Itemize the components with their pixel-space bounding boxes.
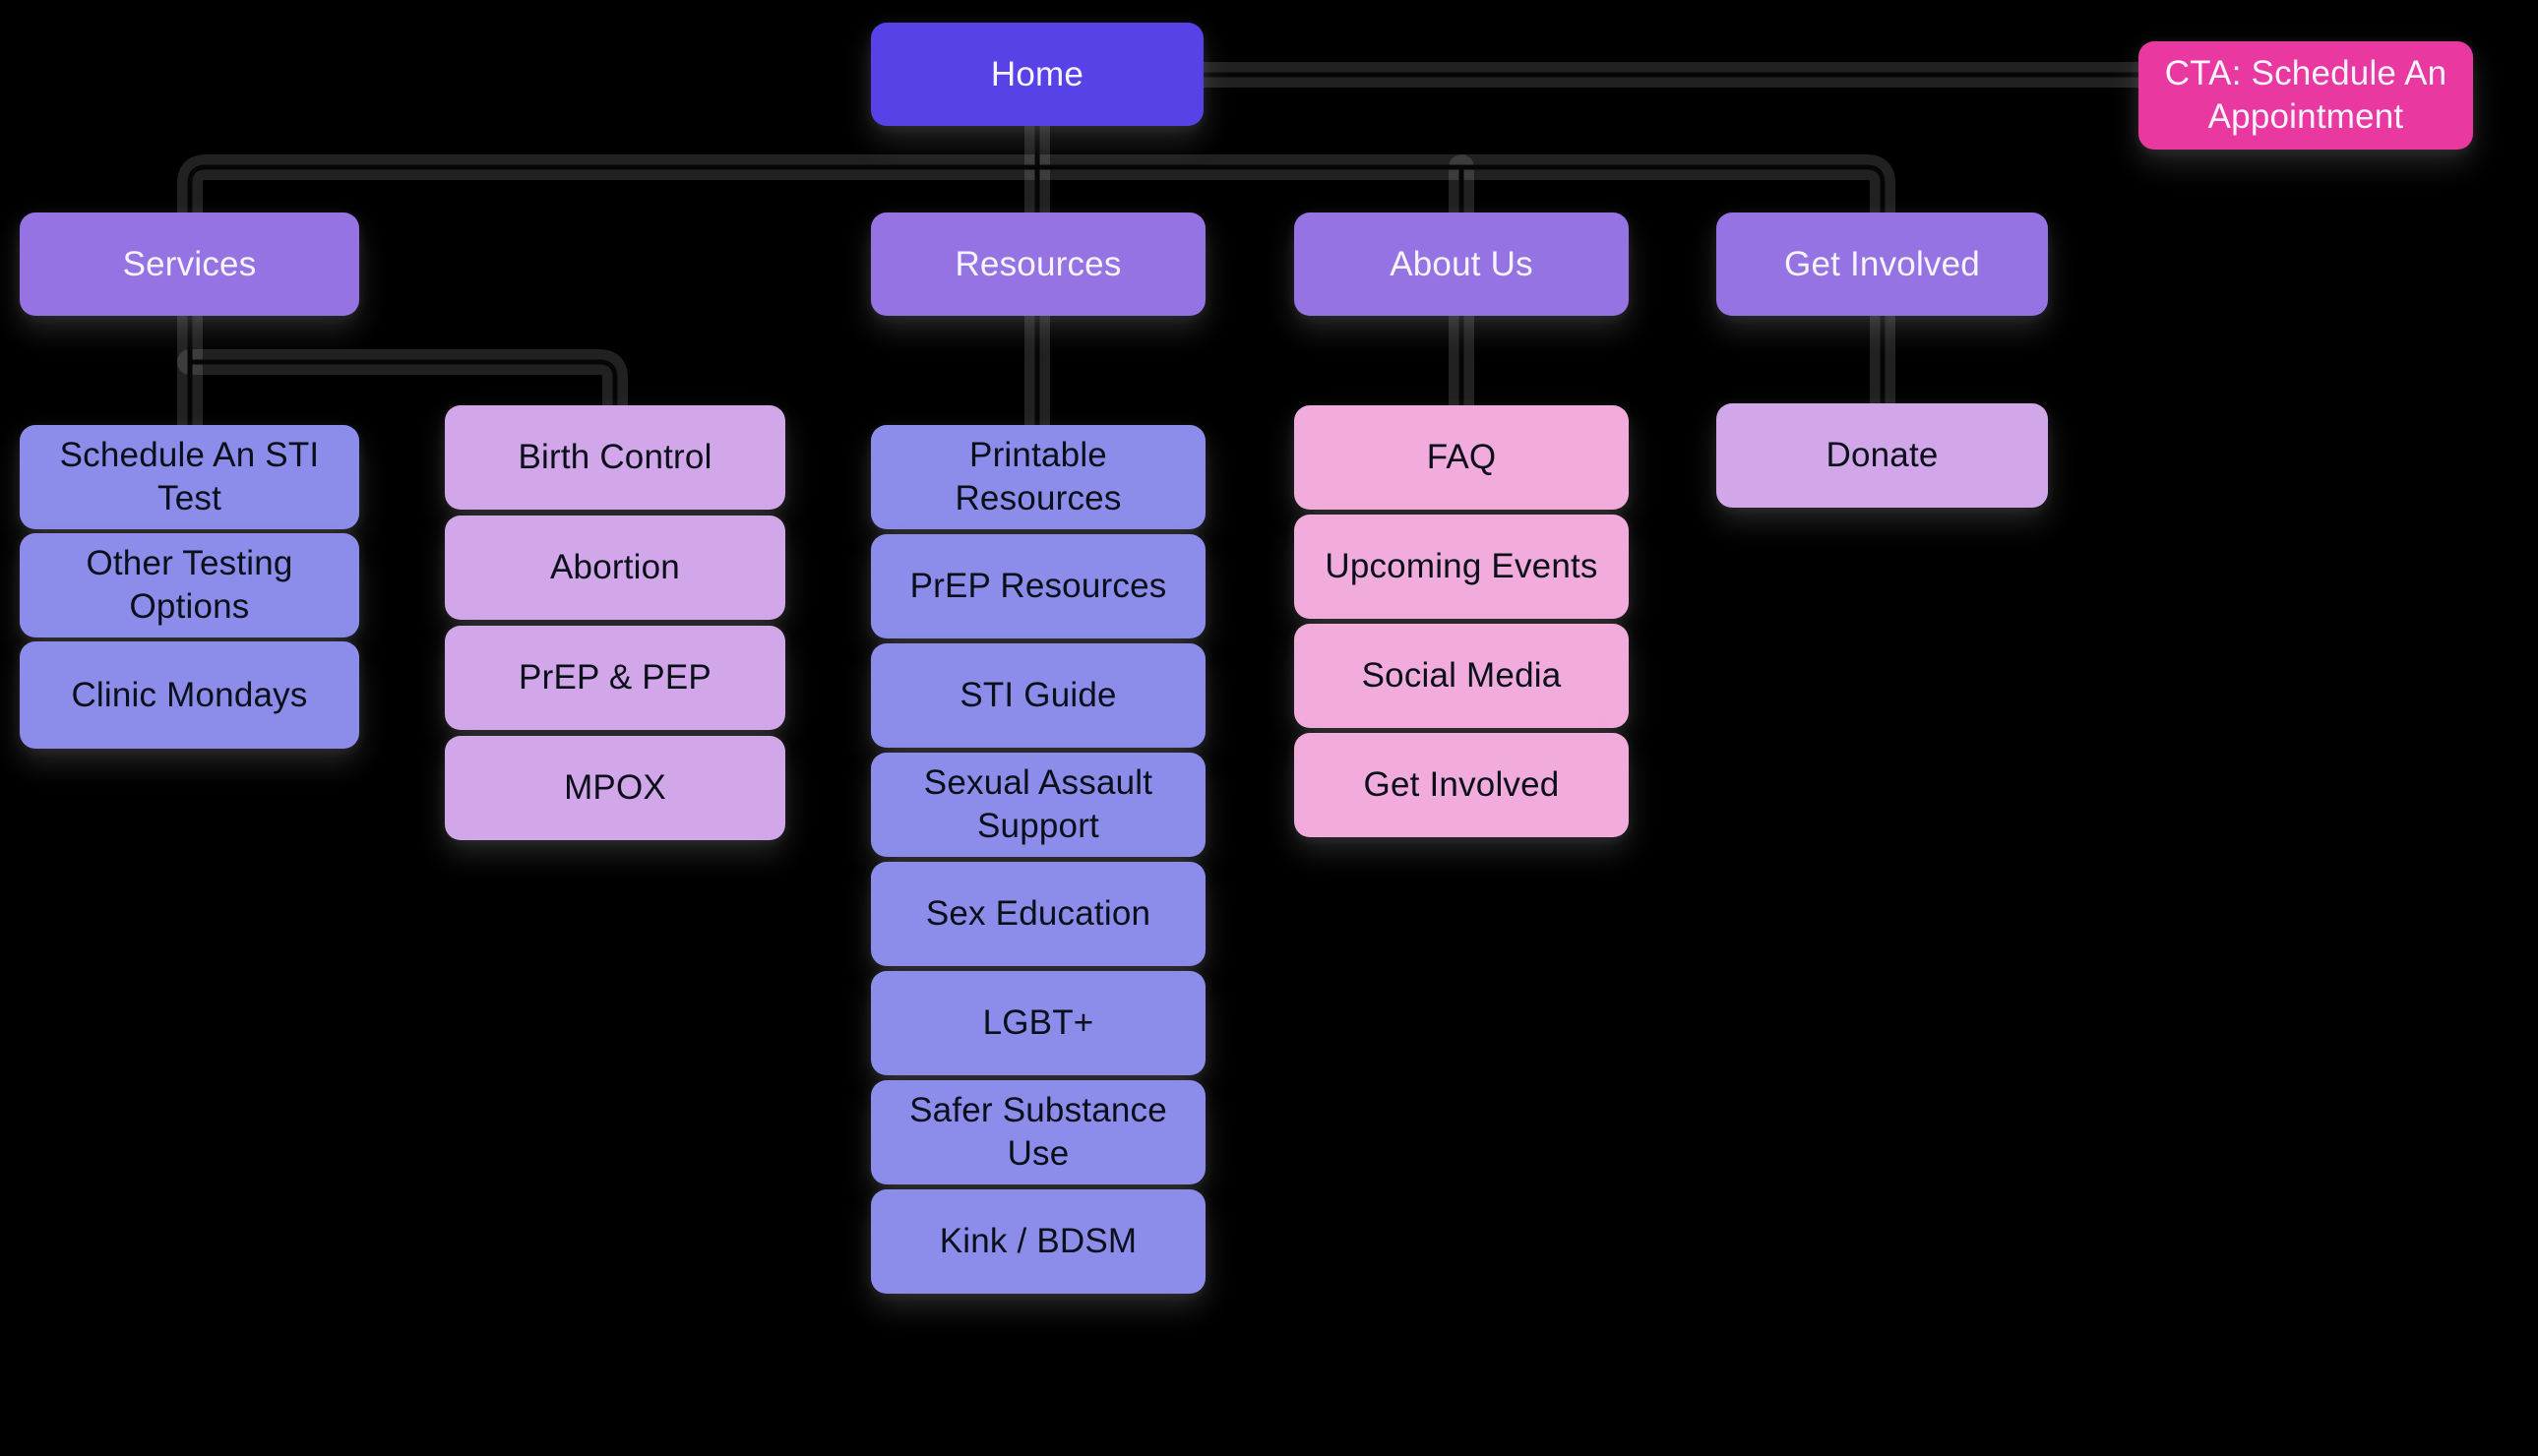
- node-label: Clinic Mondays: [71, 675, 308, 714]
- node-cta-schedule-appointment[interactable]: CTA: Schedule An Appointment: [2138, 41, 2473, 150]
- node-label: Get Involved: [1784, 244, 1980, 283]
- node-label: MPOX: [564, 768, 666, 808]
- node-sex-education[interactable]: Sex Education: [871, 862, 1206, 966]
- node-donate[interactable]: Donate: [1716, 403, 2048, 508]
- node-abortion[interactable]: Abortion: [445, 516, 785, 620]
- node-schedule-an-sti-test[interactable]: Schedule An STI Test: [20, 425, 359, 529]
- node-label: Resources: [955, 244, 1122, 283]
- node-label: PrEP & PEP: [519, 658, 712, 698]
- connector-level2-bus: [187, 164, 1886, 212]
- node-services[interactable]: Services: [20, 212, 359, 316]
- node-label: Social Media: [1361, 656, 1562, 696]
- node-label: Other Testing Options: [86, 544, 293, 626]
- node-label: About Us: [1390, 244, 1533, 283]
- node-mpox[interactable]: MPOX: [445, 736, 785, 840]
- node-prep-resources[interactable]: PrEP Resources: [871, 534, 1206, 638]
- node-other-testing-options[interactable]: Other Testing Options: [20, 533, 359, 637]
- node-label: LGBT+: [982, 1003, 1094, 1043]
- node-label: Services: [122, 244, 257, 283]
- node-label: Donate: [1826, 436, 1939, 475]
- node-label: FAQ: [1426, 438, 1497, 477]
- node-clinic-mondays[interactable]: Clinic Mondays: [20, 641, 359, 749]
- node-prep-and-pep[interactable]: PrEP & PEP: [445, 626, 785, 730]
- node-label: Kink / BDSM: [939, 1222, 1138, 1261]
- node-about-us[interactable]: About Us: [1294, 212, 1629, 316]
- node-label: Sexual Assault Support: [923, 763, 1153, 845]
- node-label: Birth Control: [518, 438, 712, 477]
- node-label: Schedule An STI Test: [59, 436, 320, 517]
- node-label: Home: [990, 54, 1084, 93]
- node-get-involved-page[interactable]: Get Involved: [1294, 733, 1629, 837]
- node-get-involved[interactable]: Get Involved: [1716, 212, 2048, 316]
- node-social-media[interactable]: Social Media: [1294, 624, 1629, 728]
- node-home[interactable]: Home: [871, 23, 1204, 126]
- node-printable-resources[interactable]: Printable Resources: [871, 425, 1206, 529]
- node-label: Sex Education: [925, 894, 1151, 934]
- node-lgbt-plus[interactable]: LGBT+: [871, 971, 1206, 1075]
- connector-services-to-second-column: [190, 359, 618, 405]
- node-sti-guide[interactable]: STI Guide: [871, 643, 1206, 748]
- node-label: Get Involved: [1363, 765, 1560, 805]
- node-label: STI Guide: [959, 676, 1117, 715]
- node-label: CTA: Schedule An Appointment: [2164, 54, 2447, 136]
- node-sexual-assault-support[interactable]: Sexual Assault Support: [871, 753, 1206, 857]
- node-safer-substance-use[interactable]: Safer Substance Use: [871, 1080, 1206, 1184]
- node-upcoming-events[interactable]: Upcoming Events: [1294, 515, 1629, 619]
- node-faq[interactable]: FAQ: [1294, 405, 1629, 510]
- node-label: Upcoming Events: [1325, 547, 1598, 586]
- node-label: Printable Resources: [955, 436, 1122, 517]
- node-label: Safer Substance Use: [909, 1091, 1167, 1173]
- node-label: Abortion: [550, 548, 680, 587]
- node-label: PrEP Resources: [909, 567, 1167, 606]
- node-kink-bdsm[interactable]: Kink / BDSM: [871, 1189, 1206, 1294]
- node-birth-control[interactable]: Birth Control: [445, 405, 785, 510]
- node-resources[interactable]: Resources: [871, 212, 1206, 316]
